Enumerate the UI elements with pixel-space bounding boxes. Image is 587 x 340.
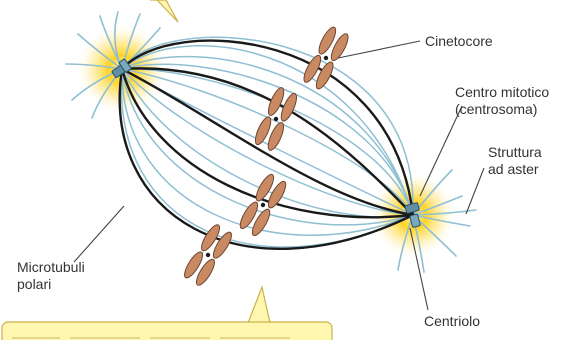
kinetochore-dots bbox=[206, 56, 328, 257]
centriole-label: Centriolo bbox=[424, 313, 480, 330]
aster-label-line1: Struttura bbox=[488, 144, 542, 161]
polar-microtubules-label-line1: Microtubuli bbox=[17, 259, 85, 276]
bottom-callout-box bbox=[2, 287, 332, 340]
kinetochore-leader bbox=[338, 41, 420, 58]
polar-microtubules-label: Microtubuli polari bbox=[17, 259, 85, 293]
polar-microtubules-label-line2: polari bbox=[17, 276, 85, 293]
mitotic-center-label-line1: Centro mitotico bbox=[455, 84, 549, 101]
mitotic-center-label: Centro mitotico (centrosoma) bbox=[455, 84, 549, 118]
mitotic-center-label-line2: (centrosoma) bbox=[455, 101, 549, 118]
polar-microtubules-leader bbox=[74, 206, 124, 262]
top-callout-pointer bbox=[150, 0, 178, 22]
aster-label: Struttura ad aster bbox=[488, 144, 542, 178]
aster-leader bbox=[466, 168, 484, 214]
aster-label-line2: ad aster bbox=[488, 161, 542, 178]
kinetochore-label-text: Cinetocore bbox=[425, 33, 493, 50]
centriole-label-text: Centriolo bbox=[424, 313, 480, 330]
kinetochore-label: Cinetocore bbox=[425, 33, 493, 50]
